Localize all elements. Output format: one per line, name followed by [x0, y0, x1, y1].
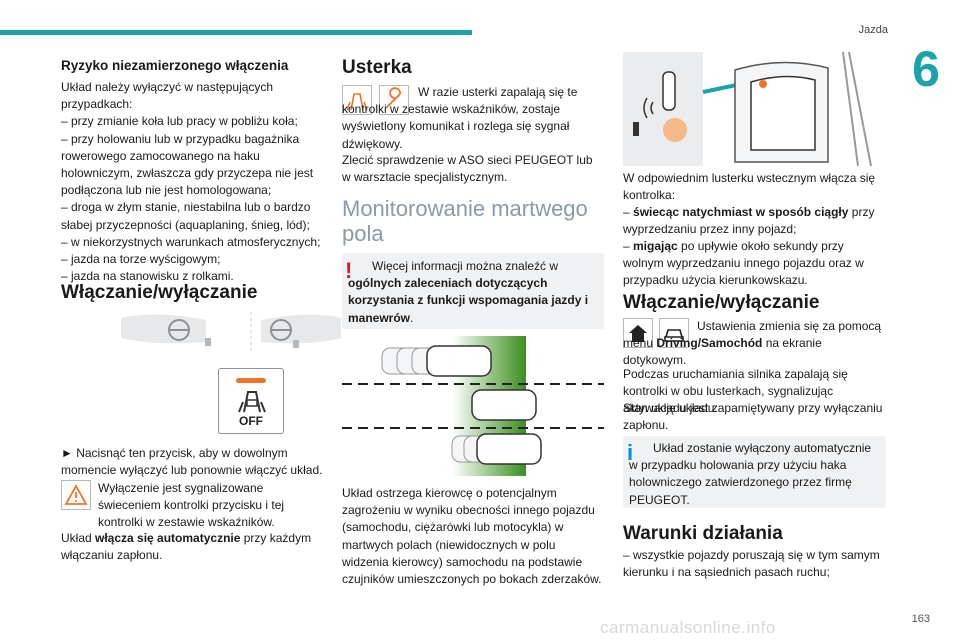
risk-item: – w niekorzystnych warunkach atmosferycz… [61, 234, 321, 249]
heading-onoff-settings: Włączanie/wyłączanie [623, 292, 820, 313]
auto-post: przy każdym włączaniu zapłonu. [61, 531, 312, 563]
fault-text: W razie usterki zapalają się te kontrolk… [342, 85, 578, 151]
risk-item: – jazda na torze wyścigowym; [61, 252, 221, 267]
auto-pre: Układ [61, 531, 96, 545]
warning-triangle-icon [61, 480, 91, 510]
mirror-text: W odpowiednim lusterku wstecznym włącza … [623, 171, 876, 203]
risk-intro: Układ należy wyłączyć w następujących pr… [61, 80, 274, 112]
info-note-text: Układ zostanie wyłączony automatycznie w… [629, 441, 872, 507]
info-note: i Układ zostanie wyłączony automatycznie… [623, 436, 886, 508]
settings-post: na ekranie dotykowym. [623, 336, 822, 368]
item1-post: przy wyprzedzaniu przez inny pojazd; [623, 205, 875, 237]
exclamation-icon: ! [345, 258, 353, 283]
button-off-label: OFF [239, 414, 263, 428]
button-indicator-light [236, 378, 266, 383]
blind-spot-off-button[interactable]: OFF [218, 368, 284, 434]
blind-spot-zone-illustration [342, 336, 604, 476]
warning-note-text: Więcej informacji można znaleźć w ogólny… [348, 258, 600, 327]
heading-conditions: Warunki działania [623, 523, 783, 544]
mirror-item-steady: – świecąc natychmiast w sposób ciągły pr… [623, 205, 875, 237]
off-signal-text: Wyłączenie jest sygnalizowane świeceniem… [98, 481, 285, 530]
chapter-number: 6 [912, 41, 940, 97]
item2-post: po upływie około sekundy przy wolnym wyp… [623, 239, 864, 288]
info-icon: i [627, 440, 634, 465]
heading-onoff: Włączanie/wyłączanie [61, 282, 258, 303]
risk-item: – droga w złym stanie, niestabilna lub o… [61, 200, 311, 232]
condition-item: – wszystkie pojazdy poruszają się w tym … [623, 548, 880, 580]
watermark: carmanualsonline.info [600, 618, 776, 637]
note-post: . [410, 310, 414, 325]
settings-pre: Ustawienia zmienia się za pomocą menu [623, 319, 882, 351]
risk-item: – jazda na stanowisku z rolkami. [61, 269, 234, 284]
page-number: 163 [911, 613, 930, 625]
mirror-indicator-illustration [623, 52, 872, 166]
mirror-item-flashing: – migając po upływie około sekundy przy … [623, 239, 864, 288]
fault-service-text: Zlecić sprawdzenie w ASO sieci PEUGEOT l… [342, 153, 593, 185]
car-bottom [476, 433, 542, 465]
blind-spot-warning-icon [342, 85, 372, 115]
service-wrench-icon [379, 85, 409, 115]
blind-spot-car-icon [238, 391, 266, 413]
start-text: Podczas uruchamiania silnika zapalają si… [623, 367, 848, 416]
note-bold: ogólnych zaleceniach dotyczących korzyst… [348, 276, 589, 325]
auto-bold: włącza się automatycznie [95, 531, 241, 545]
heading-blind-spot: Monitorowanie martwego pola [342, 196, 588, 246]
risk-item: – przy zmianie koła lub pracy w pobliżu … [61, 114, 298, 129]
heading-fault: Usterka [342, 57, 412, 78]
state-text: Stan układu jest zapamiętywany przy wyłą… [623, 401, 883, 433]
heading-risk: Ryzyko niezamierzonego włączenia [61, 58, 289, 73]
header-accent-bar [0, 30, 472, 35]
risk-item: – przy holowaniu lub w przypadku bagażni… [61, 131, 314, 198]
risk-section: Układ należy wyłączyć w następujących pr… [61, 79, 329, 285]
note-pre: Więcej informacji można znaleźć w [372, 259, 559, 273]
home-icon [623, 318, 653, 348]
car-middle [471, 389, 537, 421]
settings-text: Ustawienia zmienia się za pomocą menu Dr… [623, 318, 886, 370]
car-top [426, 345, 492, 377]
warn-description: Układ ostrzega kierowcę o potencjalnym z… [342, 486, 602, 587]
auto-enable-text: Układ włącza się automatycznie przy każd… [61, 530, 329, 564]
warning-note: ! Więcej informacji można znaleźć w ogól… [342, 253, 604, 329]
section-header: Jazda [858, 24, 888, 36]
item1-bold: świecąc natychmiast w sposób ciągły [633, 205, 849, 219]
press-instruction: ► Nacisnąć ten przycisk, aby w dowolnym … [61, 446, 323, 478]
car-settings-icon [659, 318, 689, 348]
item2-bold: migając [633, 239, 678, 253]
settings-bold: Driving/Samochód [656, 336, 763, 351]
steering-wheels-illustration [121, 312, 341, 354]
